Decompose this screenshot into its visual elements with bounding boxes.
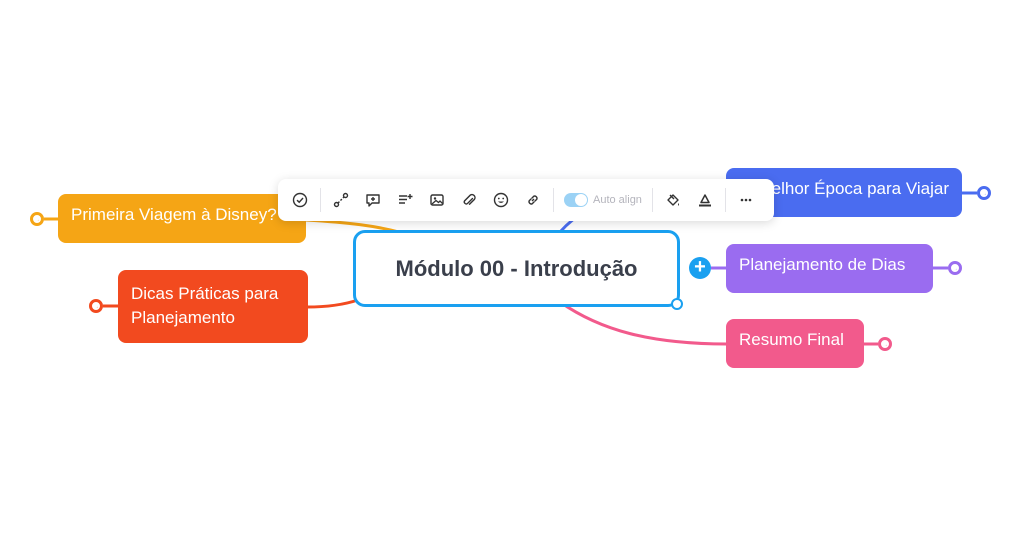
auto-align-toggle[interactable]: Auto align	[558, 193, 648, 207]
root-node-label: Módulo 00 - Introdução	[395, 255, 638, 281]
node-primeira-viagem[interactable]: Primeira Viagem à Disney?	[58, 194, 306, 243]
node-label-line1: Dicas Práticas para	[131, 284, 279, 303]
link-icon[interactable]	[517, 184, 549, 216]
check-circle-icon[interactable]	[284, 184, 316, 216]
node-label: Planejamento de Dias	[739, 255, 906, 274]
toolbar-divider	[553, 188, 554, 212]
emoji-icon[interactable]	[485, 184, 517, 216]
node-label-line2: Planejamento	[131, 308, 235, 327]
node-planejamento-dias[interactable]: Planejamento de Dias	[726, 244, 933, 293]
text-color-icon[interactable]	[689, 184, 721, 216]
connector-icon[interactable]	[325, 184, 357, 216]
node-toolbar: Auto align	[278, 179, 774, 221]
collapse-knob-melhor[interactable]	[977, 186, 991, 200]
more-icon[interactable]	[730, 184, 762, 216]
resize-handle[interactable]	[671, 298, 683, 310]
node-resumo-final[interactable]: Resumo Final	[726, 319, 864, 368]
connector-dicas	[306, 298, 359, 309]
fill-icon[interactable]	[657, 184, 689, 216]
toolbar-divider	[651, 188, 653, 212]
image-icon[interactable]	[421, 184, 453, 216]
node-dicas-praticas[interactable]: Dicas Práticas para Planejamento	[118, 270, 308, 343]
attachment-icon[interactable]	[453, 184, 485, 216]
connector-resumo	[559, 300, 728, 346]
note-add-icon[interactable]	[389, 184, 421, 216]
node-label: Melhor Época para Viajar	[757, 179, 949, 198]
comment-add-icon[interactable]	[357, 184, 389, 216]
root-node[interactable]: Módulo 00 - Introdução	[353, 230, 683, 310]
node-label: Resumo Final	[739, 330, 844, 349]
toolbar-divider	[724, 188, 726, 212]
node-melhor-epoca[interactable]: Melhor Época para Viajar	[726, 168, 962, 217]
toggle-switch[interactable]	[564, 193, 588, 207]
collapse-knob-resumo[interactable]	[878, 337, 892, 351]
auto-align-label: Auto align	[593, 194, 642, 206]
collapse-knob-dicas[interactable]	[89, 299, 103, 313]
collapse-knob-planejamento[interactable]	[948, 261, 962, 275]
collapse-knob-primeira[interactable]	[30, 212, 44, 226]
node-label: Primeira Viagem à Disney?	[71, 205, 277, 224]
add-child-button[interactable]: +	[689, 257, 711, 279]
toolbar-divider	[320, 188, 321, 212]
